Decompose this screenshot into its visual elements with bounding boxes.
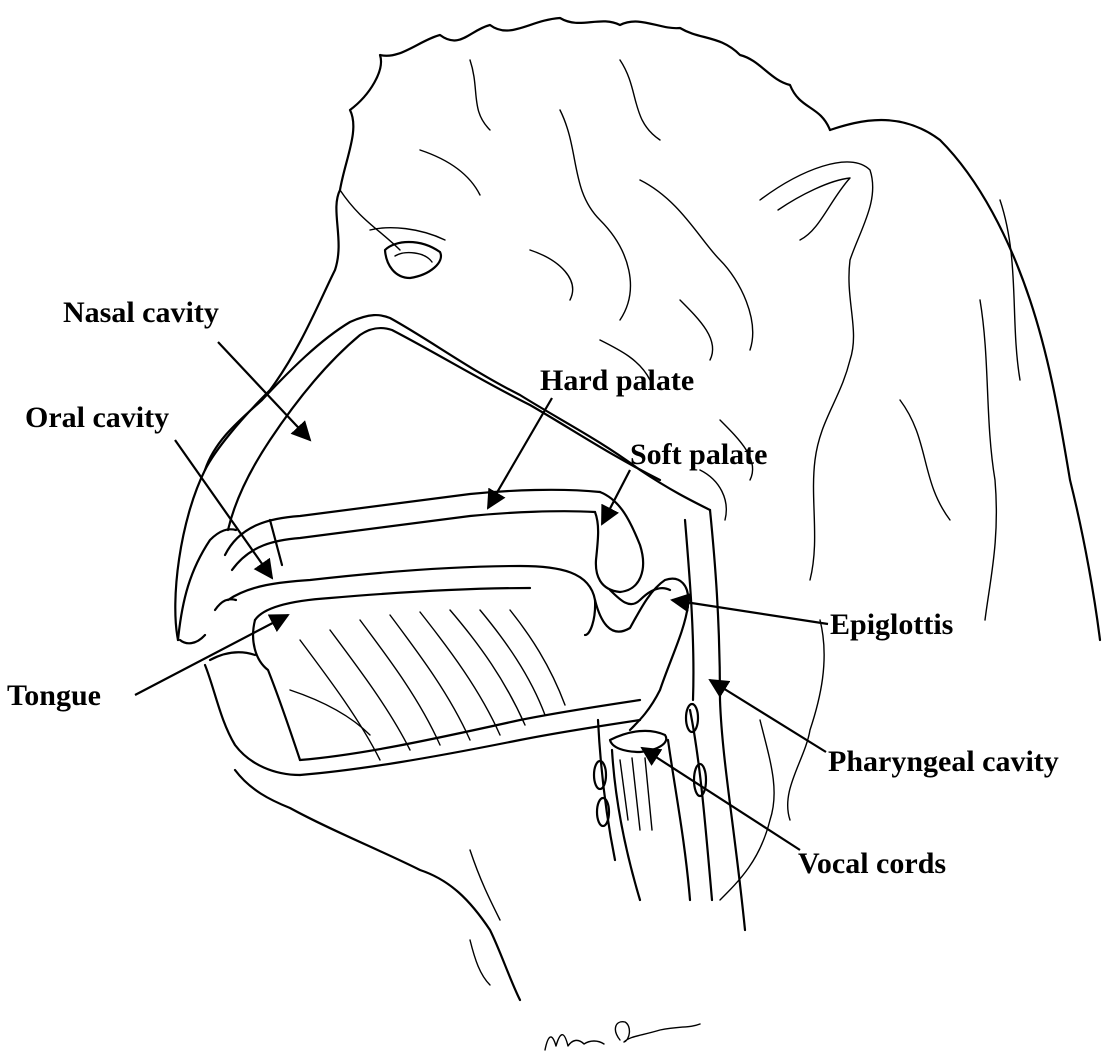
arrow-nasal-cavity xyxy=(218,342,310,440)
label-vocal-cords: Vocal cords xyxy=(798,849,946,879)
snout-outline xyxy=(178,315,745,930)
arrow-hard-palate xyxy=(488,398,552,508)
eye xyxy=(370,228,445,278)
arrow-epiglottis xyxy=(672,600,828,624)
label-nasal-cavity: Nasal cavity xyxy=(63,298,219,328)
signature xyxy=(545,1022,700,1050)
label-epiglottis: Epiglottis xyxy=(830,610,953,640)
label-hard-palate: Hard palate xyxy=(540,366,694,396)
hard-palate xyxy=(225,490,600,570)
arrow-vocal-cords xyxy=(642,748,800,850)
neck-outline xyxy=(235,770,520,1000)
label-soft-palate: Soft palate xyxy=(630,440,768,470)
label-oral-cavity: Oral cavity xyxy=(25,403,169,433)
label-tongue: Tongue xyxy=(7,681,101,711)
soft-palate xyxy=(595,492,643,592)
label-pharyngeal-cavity: Pharyngeal cavity xyxy=(828,747,1059,777)
tongue-and-jaw xyxy=(205,566,640,775)
arrow-pharyngeal-cavity xyxy=(710,680,826,752)
epiglottis-larynx xyxy=(594,579,712,900)
